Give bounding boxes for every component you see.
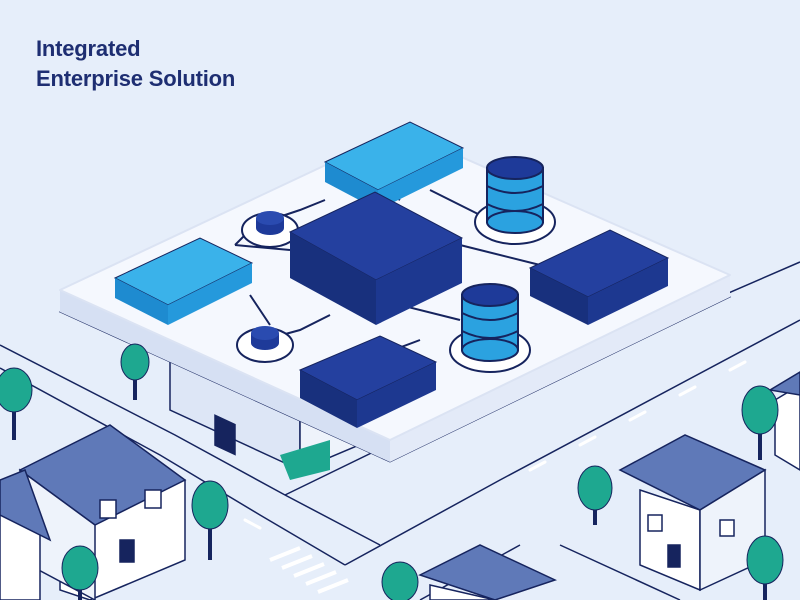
house-bottom: [418, 544, 558, 600]
title-line-2: Enterprise Solution: [36, 66, 236, 91]
house-icon: [418, 544, 558, 600]
connector-line: [234, 244, 291, 251]
title-line-1: Integrated: [36, 36, 141, 61]
crosswalk: [269, 546, 349, 594]
tree-icon: [746, 535, 784, 600]
tree-icon: [61, 545, 99, 600]
house-icon: [18, 424, 187, 600]
house-left: [18, 424, 187, 600]
trees: [0, 343, 784, 600]
tree-icon: [577, 465, 613, 525]
tree-icon: [381, 561, 419, 600]
connector-line: [429, 189, 481, 216]
connector-line: [459, 244, 541, 266]
street-edge: [0, 344, 381, 546]
street-edge: [344, 319, 800, 566]
tree-icon: [0, 367, 33, 440]
tree-icon: [191, 480, 229, 560]
street-edge: [559, 544, 681, 600]
connector-node-top: [241, 211, 299, 248]
connector-node-left: [236, 326, 294, 363]
database-icon: [474, 156, 556, 245]
service-block-bottom: [298, 335, 438, 428]
database-right: [449, 283, 531, 373]
service-block-right: [528, 229, 670, 325]
service-block-left: [113, 237, 254, 325]
tree-icon: [741, 385, 779, 460]
house-right: [618, 434, 767, 592]
house-right-edge: [767, 371, 800, 471]
house-left-edge: [0, 469, 52, 600]
connector-line: [249, 294, 271, 326]
house-icon: [618, 434, 767, 592]
database-top-right: [474, 156, 556, 245]
database-icon: [449, 283, 531, 373]
tree-icon: [120, 343, 150, 400]
page-title: Integrated Enterprise Solution: [36, 34, 235, 94]
central-hub: [288, 191, 464, 325]
